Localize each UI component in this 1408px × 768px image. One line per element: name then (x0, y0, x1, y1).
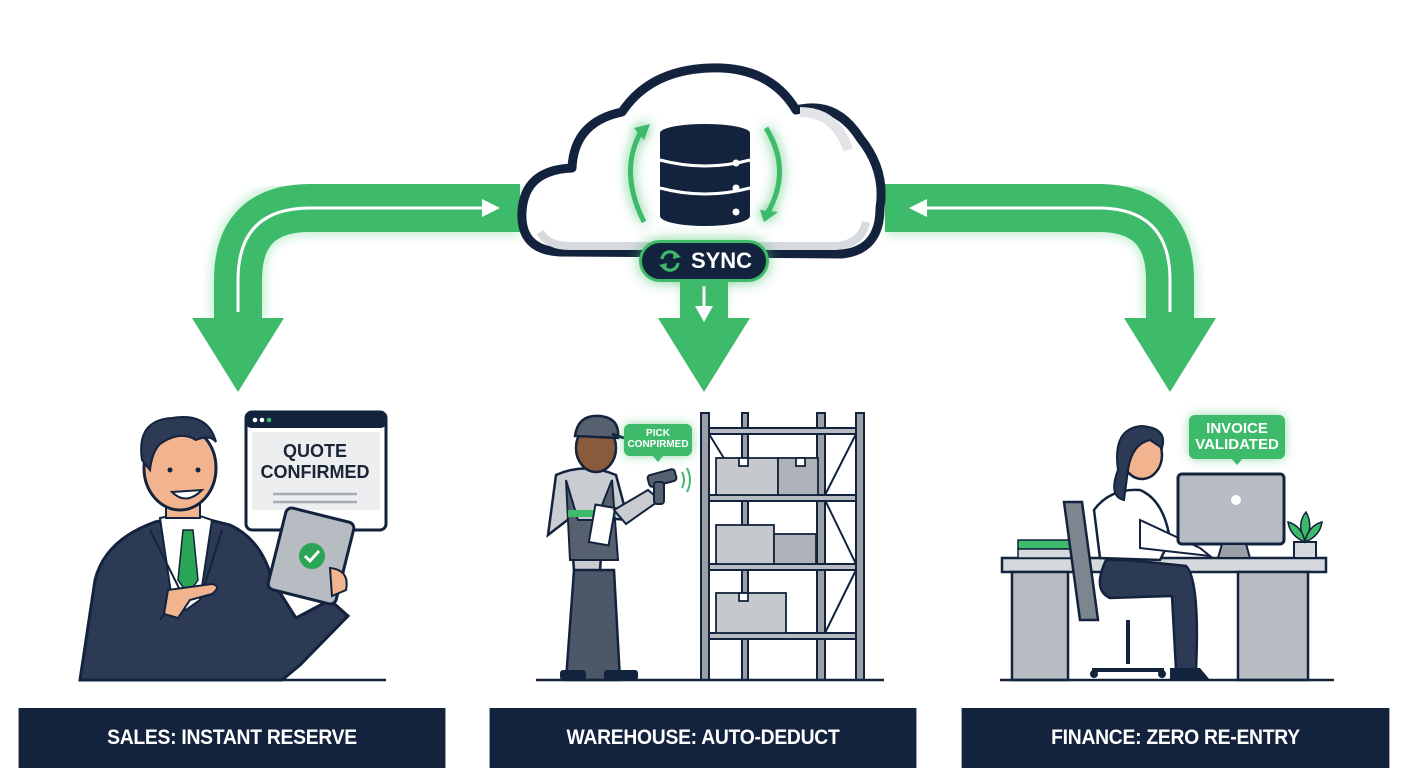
boxes (715, 457, 819, 634)
quote-confirmed-text: QUOTE CONFIRMED (252, 441, 378, 482)
barcode-scanner-icon (646, 467, 691, 505)
panel-label-warehouse: WAREHOUSE: AUTO-DEDUCT (489, 708, 917, 768)
check-icon (299, 543, 325, 569)
browser-window (244, 410, 388, 532)
flow-arrow-sales (192, 179, 520, 392)
sync-badge: SYNC (639, 240, 769, 282)
flow-arrow-finance (885, 179, 1216, 392)
arrowhead-right-icon (482, 199, 500, 217)
sync-icon (658, 250, 681, 272)
bubble-line-2: VALIDATED (1195, 435, 1279, 453)
bubble-line-2: CONPIRMED (627, 438, 689, 450)
tablet-device (266, 506, 356, 606)
panel-label-sales: SALES: INSTANT RESERVE (18, 708, 446, 768)
sales-illustration (78, 410, 388, 682)
plant-icon (1287, 510, 1323, 559)
invoice-validated-bubble: INVOICE VALIDATED (1189, 415, 1285, 465)
monitor-icon (1176, 472, 1286, 559)
quote-line-1: QUOTE (282, 441, 347, 461)
quote-line-2: CONFIRMED (260, 461, 370, 482)
pick-confirmed-bubble: PICK CONPIRMED (624, 424, 692, 462)
flow-arrow-warehouse (658, 270, 750, 392)
sync-label: SYNC (690, 248, 753, 273)
finance-illustration (1000, 424, 1334, 682)
panel-label-finance: FINANCE: ZERO RE-ENTRY (961, 708, 1390, 768)
database-icon (659, 124, 751, 226)
warehouse-illustration (536, 412, 884, 682)
arrowhead-left-icon (909, 199, 927, 217)
bubble-line-1: INVOICE (1206, 420, 1268, 437)
rotate-arrows-icon (628, 124, 782, 224)
bubble-line-1: PICK (646, 428, 670, 439)
